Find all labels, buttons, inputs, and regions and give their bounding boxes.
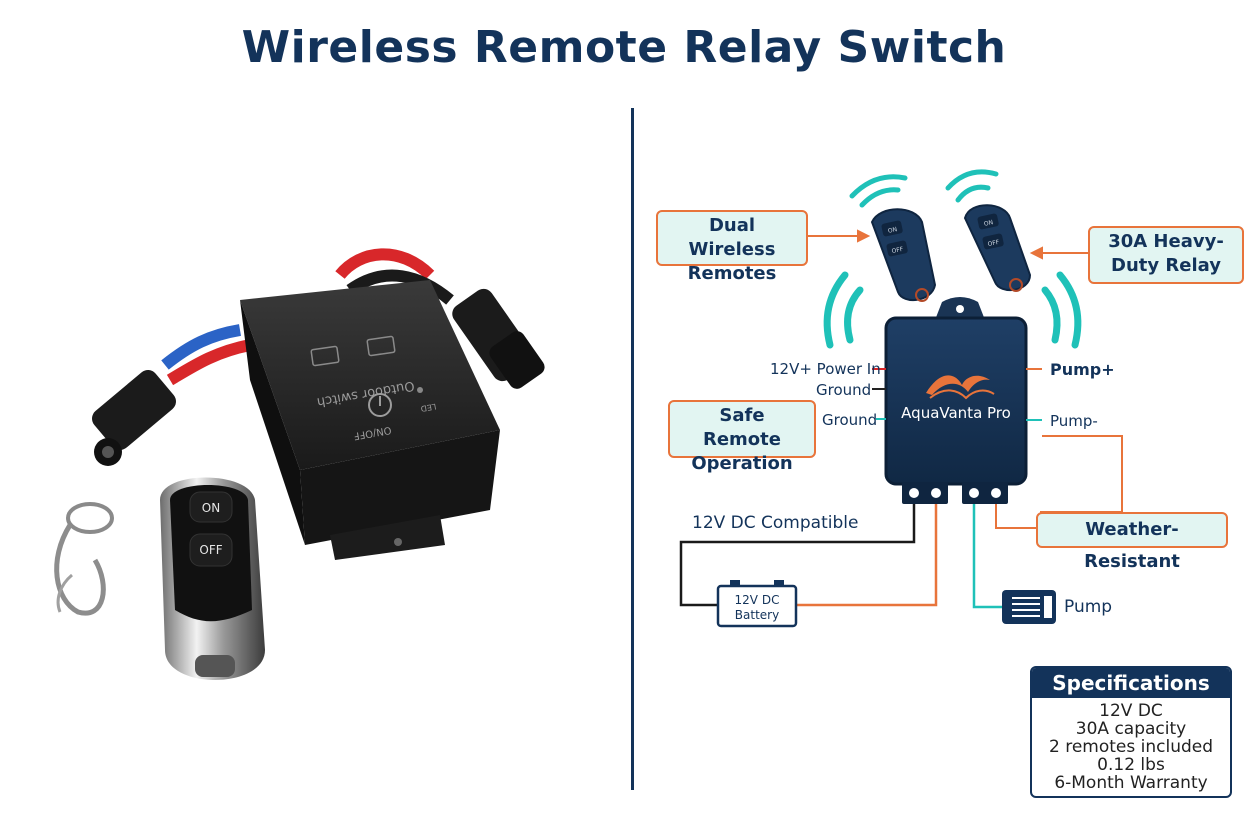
callout-weather: Weather-Resistant (1036, 512, 1228, 572)
pump-icon (1002, 590, 1056, 624)
spec-item: 12V DC (1099, 701, 1163, 721)
battery-line-1: 12V DC (735, 593, 780, 607)
positive-wire (797, 504, 938, 607)
pump-wire (972, 504, 1002, 609)
spec-item: 2 remotes included (1048, 737, 1214, 757)
remote-fob-1: ON OFF (870, 208, 937, 302)
hub-brand-label: AquaVanta Pro (901, 404, 1011, 422)
keyring-icon (54, 502, 114, 616)
key-fob-remote: ON OFF (160, 477, 265, 680)
remote-on-label: ON (202, 501, 220, 515)
battery-icon (716, 580, 798, 628)
wireless-signal-icon (823, 169, 1082, 349)
label-ground-2: Ground (822, 411, 878, 429)
sae-connector-right (452, 288, 545, 389)
battery-line-2: Battery (735, 608, 779, 622)
callout-arrows (808, 229, 1088, 260)
callout-safe-remote: Safe Remote Operation (668, 400, 816, 474)
specifications-box: Specifications 12V DC 30A capacity 2 rem… (1030, 666, 1232, 798)
remote-1-on: ON (887, 226, 897, 235)
page-title: Wireless Remote Relay Switch (241, 22, 1007, 73)
spec-item: 30A capacity (1075, 719, 1187, 739)
remote-fob-2: ON OFF (963, 204, 1032, 292)
power-icon (368, 393, 392, 417)
remote-1-off: OFF (891, 246, 904, 255)
ground-wire (679, 504, 916, 607)
callout-heavy-duty: 30A Heavy-Duty Relay (1088, 226, 1244, 284)
weather-connector-line (1040, 435, 1123, 513)
remote-2-on: ON (983, 219, 993, 228)
relay-hub (884, 316, 1028, 486)
label-ground-1: Ground (816, 381, 872, 399)
sae-connector-left (92, 369, 176, 466)
label-pump: Pump (1064, 597, 1113, 617)
spec-item: 0.12 lbs (1097, 755, 1165, 775)
label-pump-plus: Pump+ (1050, 360, 1115, 379)
remote-2-off: OFF (987, 239, 1000, 248)
label-pump-minus: Pump- (1050, 412, 1098, 430)
specifications-heading: Specifications (1032, 668, 1230, 698)
label-compat: 12V DC Compatible (692, 513, 859, 533)
center-divider (631, 108, 634, 790)
relay-product-photo: Outdoor switch ON/OFF LED (92, 248, 545, 560)
relay-led-text: LED (420, 402, 437, 414)
aquavanta-logo-icon (926, 375, 995, 400)
spec-item: 6-Month Warranty (1054, 773, 1208, 793)
remote-off-label: OFF (199, 543, 222, 557)
label-power-in: 12V+ Power In (770, 360, 881, 378)
hub-terminals (902, 482, 1008, 504)
callout-dual-remotes: Dual Wireless Remotes (656, 210, 808, 284)
